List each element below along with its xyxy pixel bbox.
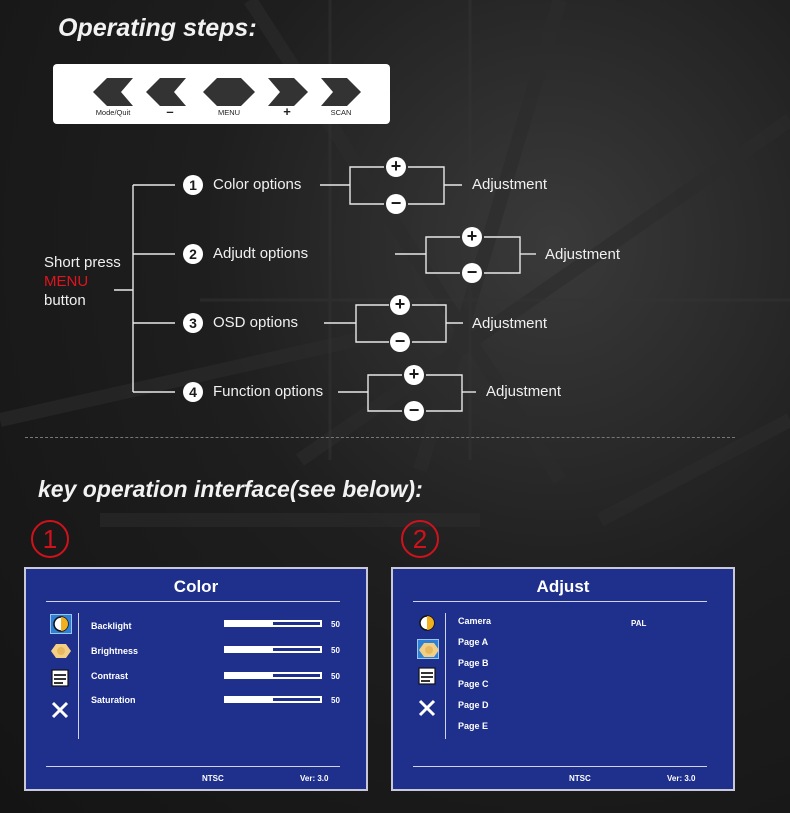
minus-key[interactable]	[146, 78, 186, 106]
screen-marker-1: 1	[31, 520, 69, 558]
slider-empty	[273, 648, 321, 651]
option-label-function: Function options	[213, 383, 324, 400]
osd-title-divider	[413, 601, 707, 602]
key-label-minus: –	[166, 104, 174, 119]
key-label-menu: MENU	[217, 108, 241, 117]
contrast-slider[interactable]	[224, 672, 322, 679]
minus-icon: −	[462, 263, 482, 283]
row-value-backlight: 50	[331, 620, 340, 629]
osd-title-divider	[46, 601, 340, 602]
footer-signal: NTSC	[202, 774, 224, 783]
row-label-page-d: Page D	[458, 700, 489, 710]
menu-list-icon[interactable]	[417, 666, 439, 686]
row-label-page-b: Page B	[458, 658, 489, 668]
option-label-color: Color options	[213, 176, 302, 193]
row-label-page-e: Page E	[458, 721, 489, 731]
key-label-plus: +	[283, 104, 291, 119]
option-number-3: 3	[183, 313, 203, 333]
row-label-camera: Camera	[458, 616, 492, 626]
osd-title: Color	[173, 577, 219, 596]
tools-icon[interactable]	[50, 700, 72, 720]
brightness-slider[interactable]	[224, 646, 322, 653]
footer-signal: NTSC	[569, 774, 591, 783]
option-result-2: Adjustment	[545, 246, 621, 263]
contrast-icon[interactable]	[417, 614, 439, 634]
minus-icon: −	[386, 194, 406, 214]
slider-empty	[273, 674, 321, 677]
option-label-osd: OSD options	[213, 314, 299, 331]
osd-title: Adjust	[536, 577, 590, 596]
brightness-icon[interactable]	[50, 641, 72, 661]
plus-icon: +	[390, 295, 410, 315]
row-value-contrast: 50	[331, 672, 340, 681]
option-result-4: Adjustment	[486, 383, 562, 400]
root-label-menu: MENU	[44, 273, 89, 290]
root-label-button: button	[44, 292, 86, 309]
backlight-slider[interactable]	[224, 620, 322, 627]
option-result-3: Adjustment	[472, 315, 548, 332]
osd-icon-divider	[78, 613, 79, 739]
key-label-mode-quit: Mode/Quit	[95, 108, 131, 117]
slider-empty	[273, 622, 321, 625]
brightness-icon[interactable]	[417, 639, 439, 659]
key-panel: Mode/Quit – MENU + SCAN	[53, 64, 390, 124]
osd-icon-divider	[445, 613, 446, 739]
row-label-page-a: Page A	[458, 637, 489, 647]
plus-key[interactable]	[268, 78, 308, 106]
operating-steps-heading: Operating steps:	[58, 14, 257, 42]
mode-quit-key[interactable]	[93, 78, 133, 106]
osd-footer-divider	[46, 766, 340, 767]
tools-icon[interactable]	[417, 698, 439, 718]
row-label-page-c: Page C	[458, 679, 489, 689]
section-divider	[25, 437, 735, 438]
screen-marker-2: 2	[401, 520, 439, 558]
root-label-short-press: Short press	[44, 254, 121, 271]
osd-screen-color: Color Backlight 50 Brightness 50 Contras…	[24, 567, 368, 791]
key-interface-heading: key operation interface(see below):	[38, 476, 423, 502]
menu-key[interactable]	[203, 78, 255, 106]
option-number-2: 2	[183, 244, 203, 264]
contrast-icon[interactable]	[50, 614, 72, 634]
minus-icon: −	[390, 332, 410, 352]
osd-footer-divider	[413, 766, 707, 767]
row-label-saturation: Saturation	[91, 695, 136, 705]
option-result-1: Adjustment	[472, 176, 548, 193]
footer-version: Ver: 3.0	[300, 774, 329, 783]
plus-icon: +	[404, 365, 424, 385]
plus-icon: +	[462, 227, 482, 247]
row-value-camera[interactable]: PAL	[631, 619, 647, 628]
slider-empty	[273, 698, 321, 701]
plus-icon: +	[386, 157, 406, 177]
saturation-slider[interactable]	[224, 696, 322, 703]
footer-version: Ver: 3.0	[667, 774, 696, 783]
minus-icon: −	[404, 401, 424, 421]
row-value-brightness: 50	[331, 646, 340, 655]
menu-list-icon[interactable]	[50, 668, 72, 688]
menu-tree-lines	[114, 166, 536, 412]
row-label-contrast: Contrast	[91, 671, 129, 681]
key-label-scan: SCAN	[330, 108, 352, 117]
option-number-4: 4	[183, 382, 203, 402]
row-label-backlight: Backlight	[91, 621, 132, 631]
option-number-1: 1	[183, 175, 203, 195]
row-value-saturation: 50	[331, 696, 340, 705]
row-label-brightness: Brightness	[91, 646, 139, 656]
osd-screen-adjust: Adjust Camera PAL Page A Page B Page C P…	[391, 567, 735, 791]
scan-key[interactable]	[321, 78, 361, 106]
option-label-adjust: Adjudt options	[213, 245, 309, 262]
